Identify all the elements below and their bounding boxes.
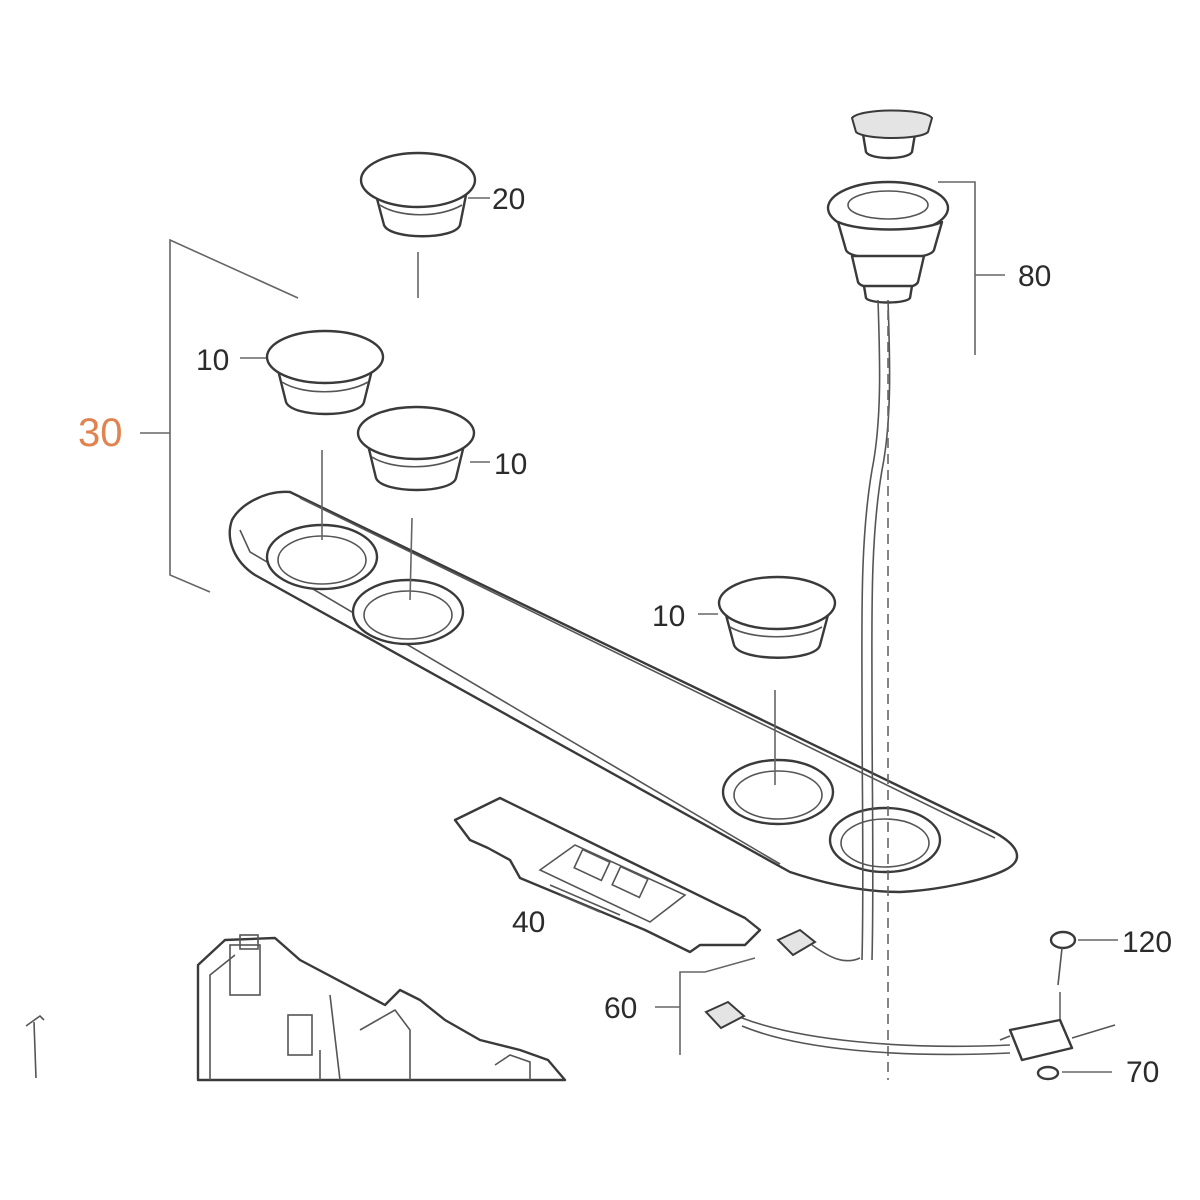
pcb-40 (453, 796, 762, 954)
cap-10-b (356, 405, 490, 601)
callout-40: 40 (512, 906, 545, 939)
ferrite-clip-70 (999, 1018, 1116, 1081)
callout-120: 120 (1122, 926, 1172, 959)
callout-30: 30 (78, 411, 123, 455)
connector-60 (655, 928, 1011, 1056)
assembly-bracket-30 (140, 238, 299, 593)
callout-10-b: 10 (494, 448, 527, 481)
pin-bottom-left (25, 1014, 45, 1079)
callout-80: 80 (1018, 260, 1051, 293)
callout-20: 20 (492, 183, 525, 216)
cap-20 (359, 151, 490, 298)
housing-base (196, 934, 567, 1082)
top-panel (228, 490, 1019, 894)
screw-120 (1049, 930, 1118, 1020)
cap-10-c (698, 575, 837, 785)
callout-10-c: 10 (652, 600, 685, 633)
callout-70: 70 (1126, 1056, 1159, 1089)
button-assembly-80 (826, 109, 1005, 961)
cap-10-a (240, 329, 385, 540)
callout-10-a: 10 (196, 344, 229, 377)
callout-60: 60 (604, 992, 637, 1025)
